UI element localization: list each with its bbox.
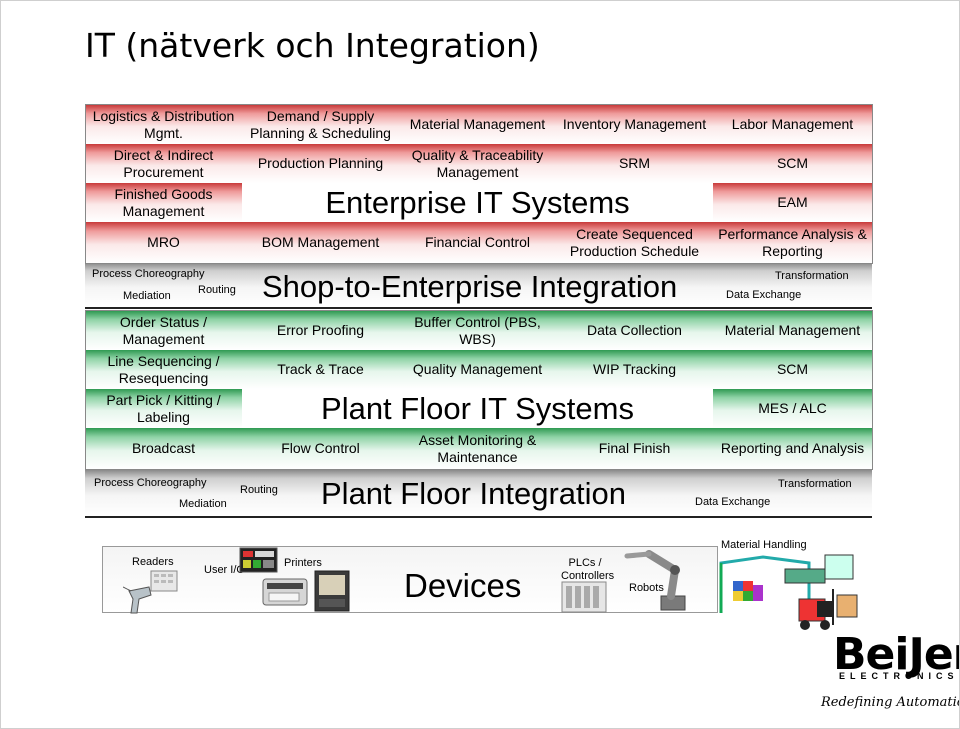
plant-process-choreography: Process Choreography <box>94 477 207 489</box>
user-io-label: User I/O <box>204 564 245 576</box>
cell-mes-alc: MES / ALC <box>713 389 872 428</box>
cell-sequenced-schedule: Create Sequenced Production Schedule <box>556 222 713 263</box>
cell-mro: MRO <box>85 222 242 263</box>
plant-heading-box: Plant Floor IT Systems <box>242 389 713 428</box>
enterprise-frame <box>85 104 873 264</box>
shop-enterprise-band: Process Choreography Mediation Routing S… <box>85 263 872 309</box>
cell-bom-management: BOM Management <box>242 222 399 263</box>
cell-financial-control: Financial Control <box>399 222 556 263</box>
plant-mediation: Mediation <box>179 498 227 510</box>
user-io-panel-icon <box>239 547 278 573</box>
cell-material-management: Material Management <box>399 105 556 144</box>
cell-wip-tracking: WIP Tracking <box>556 350 713 389</box>
cell-final-finish: Final Finish <box>556 428 713 469</box>
cell-part-pick: Part Pick / Kitting / Labeling <box>85 389 242 428</box>
cell-data-collection: Data Collection <box>556 311 713 350</box>
shop-routing: Routing <box>198 284 236 296</box>
cell-buffer-control: Buffer Control (PBS, WBS) <box>399 311 556 350</box>
shop-process-choreography: Process Choreography <box>92 268 205 280</box>
printers-label: Printers <box>284 557 322 569</box>
cell-error-proofing: Error Proofing <box>242 311 399 350</box>
cell-quality-traceability: Quality & Traceability Management <box>399 144 556 183</box>
cell-demand-supply: Demand / Supply Planning & Scheduling <box>242 105 399 144</box>
plcs-label: PLCs / Controllers <box>561 557 615 582</box>
cell-flow-control: Flow Control <box>242 428 399 469</box>
shop-data-exchange: Data Exchange <box>726 289 802 301</box>
cell-scm: SCM <box>713 144 872 183</box>
shop-transformation: Transformation <box>775 270 849 282</box>
logo-tagline: Redefining Automation™ <box>821 695 959 710</box>
cell-eam: EAM <box>713 183 872 222</box>
plant-integration-band: Process Choreography Mediation Routing P… <box>85 470 872 518</box>
devices-heading: Devices <box>404 567 522 604</box>
cell-line-sequencing: Line Sequencing / Resequencing <box>85 350 242 389</box>
cell-plant-scm: SCM <box>713 350 872 389</box>
enterprise-heading-box: Enterprise IT Systems <box>242 183 713 222</box>
cell-logistics: Logistics & Distribution Mgmt. <box>85 105 242 144</box>
cell-performance-analysis: Performance Analysis & Reporting <box>713 222 872 263</box>
cell-srm: SRM <box>556 144 713 183</box>
plant-frame <box>85 310 873 470</box>
cell-track-trace: Track & Trace <box>242 350 399 389</box>
logo-brand: BeiJer <box>833 629 960 680</box>
robots-label: Robots <box>629 582 664 594</box>
plant-integration-heading: Plant Floor Integration <box>321 476 627 511</box>
cell-plant-material-management: Material Management <box>713 311 872 350</box>
cell-asset-monitoring: Asset Monitoring & Maintenance <box>399 428 556 469</box>
page-title: IT (nätverk och Integration) <box>85 26 540 65</box>
printer-device-icon <box>262 570 350 612</box>
cell-labor-management: Labor Management <box>713 105 872 144</box>
reader-device-icon <box>123 570 178 614</box>
cell-quality-management: Quality Management <box>399 350 556 389</box>
plc-device-icon <box>561 581 607 613</box>
plant-routing: Routing <box>240 484 278 496</box>
material-handling-label: Material Handling <box>721 539 807 551</box>
plant-transformation: Transformation <box>778 478 852 490</box>
shop-mediation: Mediation <box>123 290 171 302</box>
cell-procurement: Direct & Indirect Procurement <box>85 144 242 183</box>
cell-inventory-management: Inventory Management <box>556 105 713 144</box>
cell-production-planning: Production Planning <box>242 144 399 183</box>
readers-label: Readers <box>132 556 174 568</box>
cell-reporting-analysis: Reporting and Analysis <box>713 428 872 469</box>
plant-data-exchange: Data Exchange <box>695 496 771 508</box>
logo-sub: ELECTRONICS <box>839 671 959 681</box>
cell-finished-goods: Finished Goods Management <box>85 183 242 222</box>
material-handling-icon <box>719 554 858 630</box>
cell-order-status: Order Status / Management <box>85 311 242 350</box>
devices-strip <box>102 546 718 613</box>
cell-broadcast: Broadcast <box>85 428 242 469</box>
enterprise-heading: Enterprise IT Systems <box>325 184 630 220</box>
shop-heading: Shop-to-Enterprise Integration <box>262 269 678 304</box>
plant-heading: Plant Floor IT Systems <box>321 390 634 426</box>
robot-arm-icon <box>624 550 686 611</box>
